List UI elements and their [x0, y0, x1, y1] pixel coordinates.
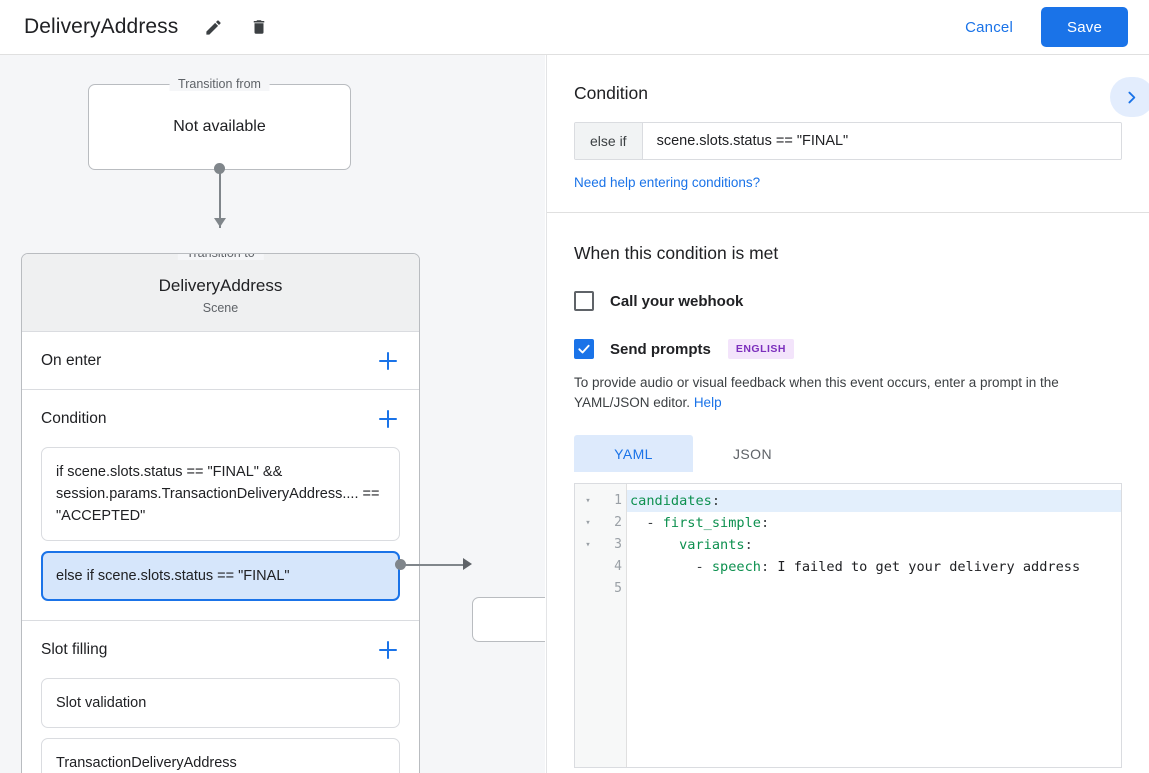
when-met-heading: When this condition is met: [574, 243, 779, 263]
section-condition: Condition if scene.slots.status == "FINA…: [22, 390, 419, 621]
editor-line[interactable]: candidates:: [627, 490, 1121, 512]
details-condition-section: Condition else if Need help entering con…: [547, 55, 1149, 212]
transition-to-legend: Transition to: [177, 254, 264, 260]
transition-to-card: Transition to DeliveryAddress Scene On e…: [21, 253, 420, 773]
webhook-checkbox-label: Call your webhook: [610, 292, 744, 310]
webhook-checkbox-row[interactable]: Call your webhook: [574, 291, 1122, 311]
condition-expression-row: else if: [574, 122, 1122, 160]
fold-empty: [575, 556, 601, 578]
details-condition-heading: Condition: [574, 83, 648, 103]
transition-from-legend: Transition from: [169, 77, 270, 91]
page-title: DeliveryAddress: [24, 15, 179, 38]
prompts-help-link[interactable]: Help: [693, 395, 722, 410]
details-when-met-section: When this condition is met Call your web…: [547, 213, 1149, 768]
section-slot-filling-header: Slot filling: [41, 621, 400, 678]
graph-pane[interactable]: Transition from Not available Transition…: [0, 55, 545, 773]
connector-line-horizontal: [401, 564, 465, 566]
connector-arrow-right: [463, 558, 472, 570]
transition-to-header[interactable]: DeliveryAddress Scene: [22, 254, 419, 332]
section-condition-body: if scene.slots.status == "FINAL" && sess…: [41, 447, 400, 620]
transition-to-name: DeliveryAddress: [158, 276, 283, 295]
chevron-right-icon[interactable]: [1110, 77, 1149, 117]
editor-line-number: 3: [614, 537, 622, 552]
list-item[interactable]: else if scene.slots.status == "FINAL": [41, 551, 400, 601]
transition-from-node[interactable]: Transition from Not available: [88, 77, 351, 170]
section-on-enter: On enter: [22, 332, 419, 390]
trash-icon[interactable]: [242, 10, 276, 44]
editor-line[interactable]: - speech: I failed to get your delivery …: [630, 559, 1081, 575]
pencil-icon[interactable]: [196, 10, 230, 44]
send-prompts-checkbox-label: Send prompts: [610, 340, 711, 358]
details-pane: Condition else if Need help entering con…: [546, 55, 1149, 773]
editor-fold-gutter[interactable]: ▾ ▾ ▾: [575, 484, 601, 767]
fold-triangle-icon[interactable]: ▾: [585, 540, 591, 550]
list-item[interactable]: TransactionDeliveryAddress: [41, 738, 400, 773]
yaml-editor[interactable]: ▾ ▾ ▾ 1 2 3 4 5 candidates: - first_simple: va…: [574, 483, 1122, 768]
checkbox-checked-icon[interactable]: [574, 339, 594, 359]
section-slot-filling-title: Slot filling: [41, 640, 108, 658]
target-node-partial[interactable]: [472, 597, 545, 642]
save-button[interactable]: Save: [1041, 7, 1128, 47]
condition-expression-input[interactable]: [642, 123, 1121, 159]
prompts-description: To provide audio or visual feedback when…: [574, 373, 1122, 413]
section-condition-header: Condition: [41, 390, 400, 447]
editor-line[interactable]: [627, 578, 1121, 600]
tab-yaml[interactable]: YAML: [574, 435, 693, 472]
section-on-enter-title: On enter: [41, 351, 102, 369]
prompts-description-text: To provide audio or visual feedback when…: [574, 375, 1059, 410]
section-slot-filling: Slot filling Slot validation Transaction…: [22, 621, 419, 773]
fold-triangle-icon[interactable]: ▾: [585, 518, 591, 528]
cancel-button[interactable]: Cancel: [951, 10, 1027, 45]
editor-line-number: 5: [614, 581, 622, 596]
editor-format-tabs: YAML JSON: [574, 435, 1122, 472]
checkbox-unchecked-icon[interactable]: [574, 291, 594, 311]
transition-to-type: Scene: [202, 301, 239, 315]
section-slot-filling-body: Slot validation TransactionDeliveryAddre…: [41, 678, 400, 773]
connector-line-vertical: [219, 168, 221, 228]
condition-help-link[interactable]: Need help entering conditions?: [574, 175, 761, 190]
fold-triangle-icon[interactable]: ▾: [585, 496, 591, 506]
editor-line-number: 2: [614, 515, 622, 530]
editor-line[interactable]: variants:: [679, 537, 753, 553]
section-condition-title: Condition: [41, 409, 107, 427]
tab-json[interactable]: JSON: [733, 445, 772, 462]
editor-line-number: 4: [614, 559, 622, 574]
plus-icon-on-enter[interactable]: [376, 349, 400, 373]
editor-line-number: 1: [614, 493, 622, 508]
editor-line-numbers: 1 2 3 4 5: [601, 484, 627, 767]
plus-icon-condition[interactable]: [376, 407, 400, 431]
editor-line[interactable]: - first_simple:: [630, 515, 770, 531]
connector-dot-selected-condition: [395, 559, 406, 570]
list-item[interactable]: if scene.slots.status == "FINAL" && sess…: [41, 447, 400, 541]
list-item[interactable]: Slot validation: [41, 678, 400, 728]
editor-code-area[interactable]: candidates: - first_simple: variants: - …: [627, 484, 1121, 767]
send-prompts-checkbox-row[interactable]: Send prompts ENGLISH: [574, 339, 1122, 359]
language-badge: ENGLISH: [727, 339, 795, 359]
section-on-enter-header: On enter: [41, 332, 400, 389]
transition-from-value: Not available: [173, 118, 266, 135]
connector-arrow-down: [214, 218, 226, 227]
section-divider: [547, 212, 1149, 213]
condition-prefix-label: else if: [575, 123, 643, 159]
top-app-bar: DeliveryAddress Cancel Save: [0, 0, 1149, 55]
plus-icon-slot-filling[interactable]: [376, 638, 400, 662]
fold-empty: [575, 578, 601, 600]
